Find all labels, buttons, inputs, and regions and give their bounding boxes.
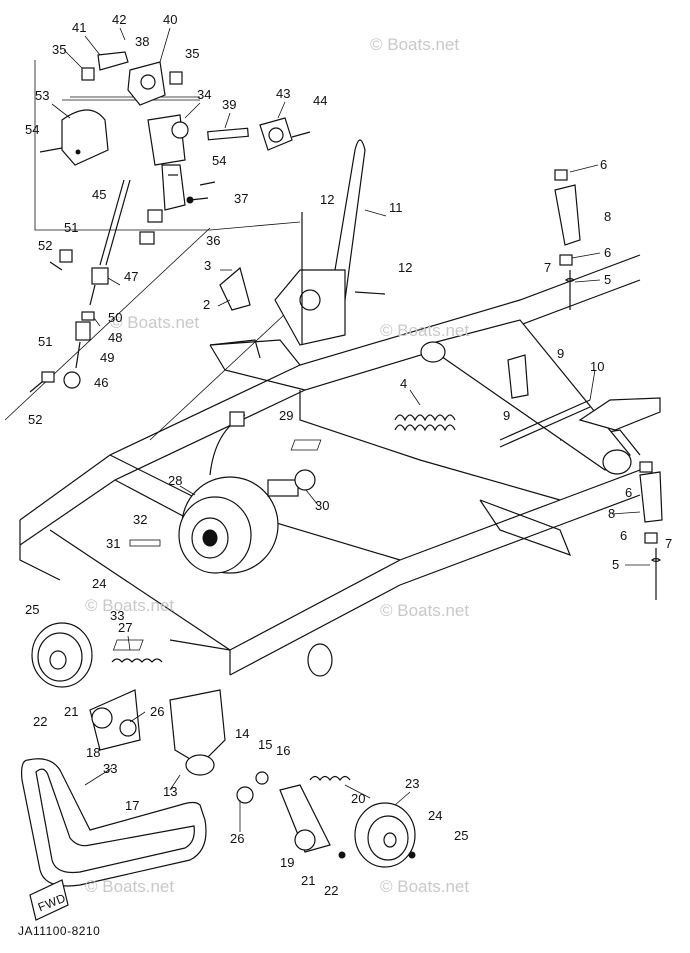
drawing-code: JA11100-8210 bbox=[18, 924, 100, 938]
callout-4: 4 bbox=[400, 376, 407, 391]
callout-16: 16 bbox=[276, 743, 290, 758]
callout-54a: 54 bbox=[25, 122, 39, 137]
callout-32: 32 bbox=[133, 512, 147, 527]
watermark-3: © Boats.net bbox=[380, 321, 469, 340]
callout-26b: 26 bbox=[230, 831, 244, 846]
callout-6c: 6 bbox=[625, 485, 632, 500]
callout-3: 3 bbox=[204, 258, 211, 273]
callout-34: 34 bbox=[197, 87, 211, 102]
watermark-7: © Boats.net bbox=[380, 877, 469, 896]
callout-12b: 12 bbox=[398, 260, 412, 275]
callout-6d: 6 bbox=[620, 528, 627, 543]
callout-51a: 51 bbox=[64, 220, 78, 235]
callout-5b: 5 bbox=[612, 557, 619, 572]
callout-37: 37 bbox=[234, 191, 248, 206]
watermark-2: © Boats.net bbox=[110, 313, 199, 332]
callout-40: 40 bbox=[163, 12, 177, 27]
leader-lines bbox=[51, 27, 650, 832]
callout-46: 46 bbox=[94, 375, 108, 390]
callout-5a: 5 bbox=[604, 272, 611, 287]
watermark-6: © Boats.net bbox=[85, 877, 174, 896]
callout-10: 10 bbox=[590, 359, 604, 374]
callout-54b: 54 bbox=[212, 153, 226, 168]
callout-47: 47 bbox=[124, 269, 138, 284]
callout-35a: 35 bbox=[52, 42, 66, 57]
callout-8a: 8 bbox=[604, 209, 611, 224]
callout-7b: 7 bbox=[665, 536, 672, 551]
callout-22a: 22 bbox=[33, 714, 47, 729]
callout-21b: 21 bbox=[301, 873, 315, 888]
callout-26a: 26 bbox=[150, 704, 164, 719]
callout-7a: 7 bbox=[544, 260, 551, 275]
callout-6a: 6 bbox=[600, 157, 607, 172]
callout-28: 28 bbox=[168, 473, 182, 488]
callout-2: 2 bbox=[203, 297, 210, 312]
callout-25a: 25 bbox=[25, 602, 39, 617]
callout-30: 30 bbox=[315, 498, 329, 513]
callout-53: 53 bbox=[35, 88, 49, 103]
callout-23: 23 bbox=[405, 776, 419, 791]
callout-41: 41 bbox=[72, 20, 86, 35]
drive-belt-and-pulleys bbox=[21, 622, 416, 887]
callout-25b: 25 bbox=[454, 828, 468, 843]
callout-19: 19 bbox=[280, 855, 294, 870]
callout-45: 45 bbox=[92, 187, 106, 202]
callout-9b: 9 bbox=[503, 408, 510, 423]
callout-18: 18 bbox=[86, 745, 100, 760]
callout-52b: 52 bbox=[28, 412, 42, 427]
watermark-1: © Boats.net bbox=[370, 35, 459, 54]
callout-42: 42 bbox=[112, 12, 126, 27]
control-arm-assembly bbox=[29, 51, 311, 393]
callout-11: 11 bbox=[389, 200, 403, 215]
callout-21a: 21 bbox=[64, 704, 78, 719]
callout-12a: 12 bbox=[320, 192, 334, 207]
callout-33a: 33 bbox=[110, 608, 124, 623]
callout-36: 36 bbox=[206, 233, 220, 248]
callout-13: 13 bbox=[163, 784, 177, 799]
callout-44: 44 bbox=[313, 93, 327, 108]
callout-33b: 33 bbox=[103, 761, 117, 776]
watermark-4: © Boats.net bbox=[85, 596, 174, 615]
callout-22b: 22 bbox=[324, 883, 338, 898]
lever-bracket-assembly bbox=[219, 139, 386, 346]
part-callouts: 42 40 41 35 38 35 53 34 39 43 44 54 54 3… bbox=[25, 12, 672, 898]
pto-clutch bbox=[178, 411, 316, 574]
callout-24a: 24 bbox=[92, 576, 106, 591]
callout-24b: 24 bbox=[428, 808, 442, 823]
callout-27: 27 bbox=[118, 620, 132, 635]
callout-15: 15 bbox=[258, 737, 272, 752]
callout-6b: 6 bbox=[604, 245, 611, 260]
callout-9a: 9 bbox=[557, 346, 564, 361]
callout-49: 49 bbox=[100, 350, 114, 365]
callout-43: 43 bbox=[276, 86, 290, 101]
callout-39: 39 bbox=[222, 97, 236, 112]
callout-17: 17 bbox=[125, 798, 139, 813]
callout-38: 38 bbox=[135, 34, 149, 49]
callout-50: 50 bbox=[108, 310, 122, 325]
callout-20: 20 bbox=[351, 791, 365, 806]
brake-shaft-assembly bbox=[394, 169, 663, 600]
watermark-5: © Boats.net bbox=[380, 601, 469, 620]
callout-48: 48 bbox=[108, 330, 122, 345]
callout-31: 31 bbox=[106, 536, 120, 551]
callout-29: 29 bbox=[279, 408, 293, 423]
callout-14: 14 bbox=[235, 726, 249, 741]
callout-52a: 52 bbox=[38, 238, 52, 253]
fwd-direction-tag: FWD bbox=[29, 879, 69, 921]
callout-35b: 35 bbox=[185, 46, 199, 61]
callout-51b: 51 bbox=[38, 334, 52, 349]
callout-8b: 8 bbox=[608, 506, 615, 521]
